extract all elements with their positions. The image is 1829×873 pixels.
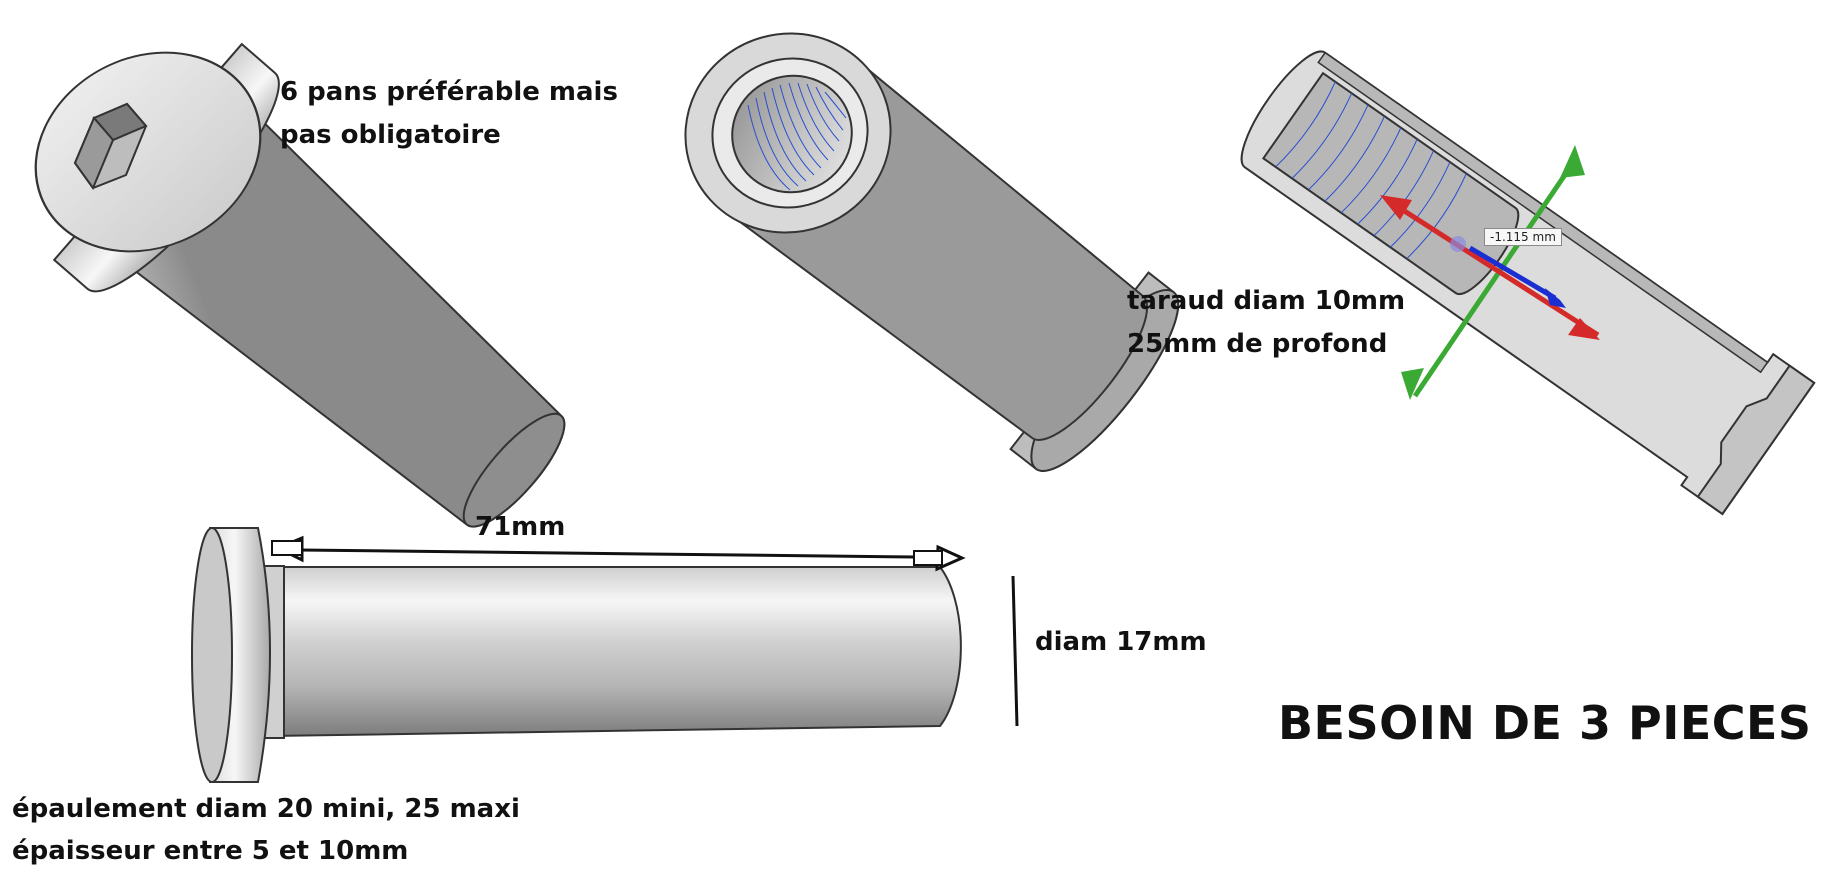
dimension-line-diameter [1011, 575, 1019, 727]
tap-note-line2: 25mm de profond [1127, 329, 1388, 359]
hex-note-line1: 6 pans préférable mais [280, 77, 618, 107]
screw-head-face [34, 51, 262, 253]
dimension-arrow-length [271, 535, 966, 572]
hex-note-line2: pas obligatoire [280, 120, 501, 150]
pin-body [269, 566, 962, 738]
length-dimension-label: 71mm [475, 512, 566, 542]
hex-socket-icon [73, 102, 148, 191]
measurement-readout: -1.115 mm [1484, 228, 1562, 246]
shoulder-note-line2: épaisseur entre 5 et 10mm [12, 836, 409, 866]
sleeve-threaded-bore [731, 74, 853, 194]
pin-flange-face [191, 527, 233, 783]
screw-end-face [462, 412, 566, 528]
section-cut-face [1317, 51, 1769, 374]
view-side-dimensioned [191, 527, 1019, 783]
view-hex-head-screw [34, 42, 566, 528]
view-section-cut [1240, 50, 1816, 516]
view-tapped-sleeve [684, 32, 1180, 472]
tap-note-line1: taraud diam 10mm [1127, 286, 1406, 316]
diameter-dimension-label: diam 17mm [1035, 627, 1207, 657]
section-slot [1696, 364, 1816, 516]
sleeve-thread-lines [747, 82, 847, 191]
section-thread-lines [1275, 81, 1467, 260]
axis-triad [1380, 145, 1600, 400]
quantity-note: BESOIN DE 3 PIECES [1278, 696, 1812, 750]
shoulder-note-line1: épaulement diam 20 mini, 25 maxi [12, 794, 520, 824]
